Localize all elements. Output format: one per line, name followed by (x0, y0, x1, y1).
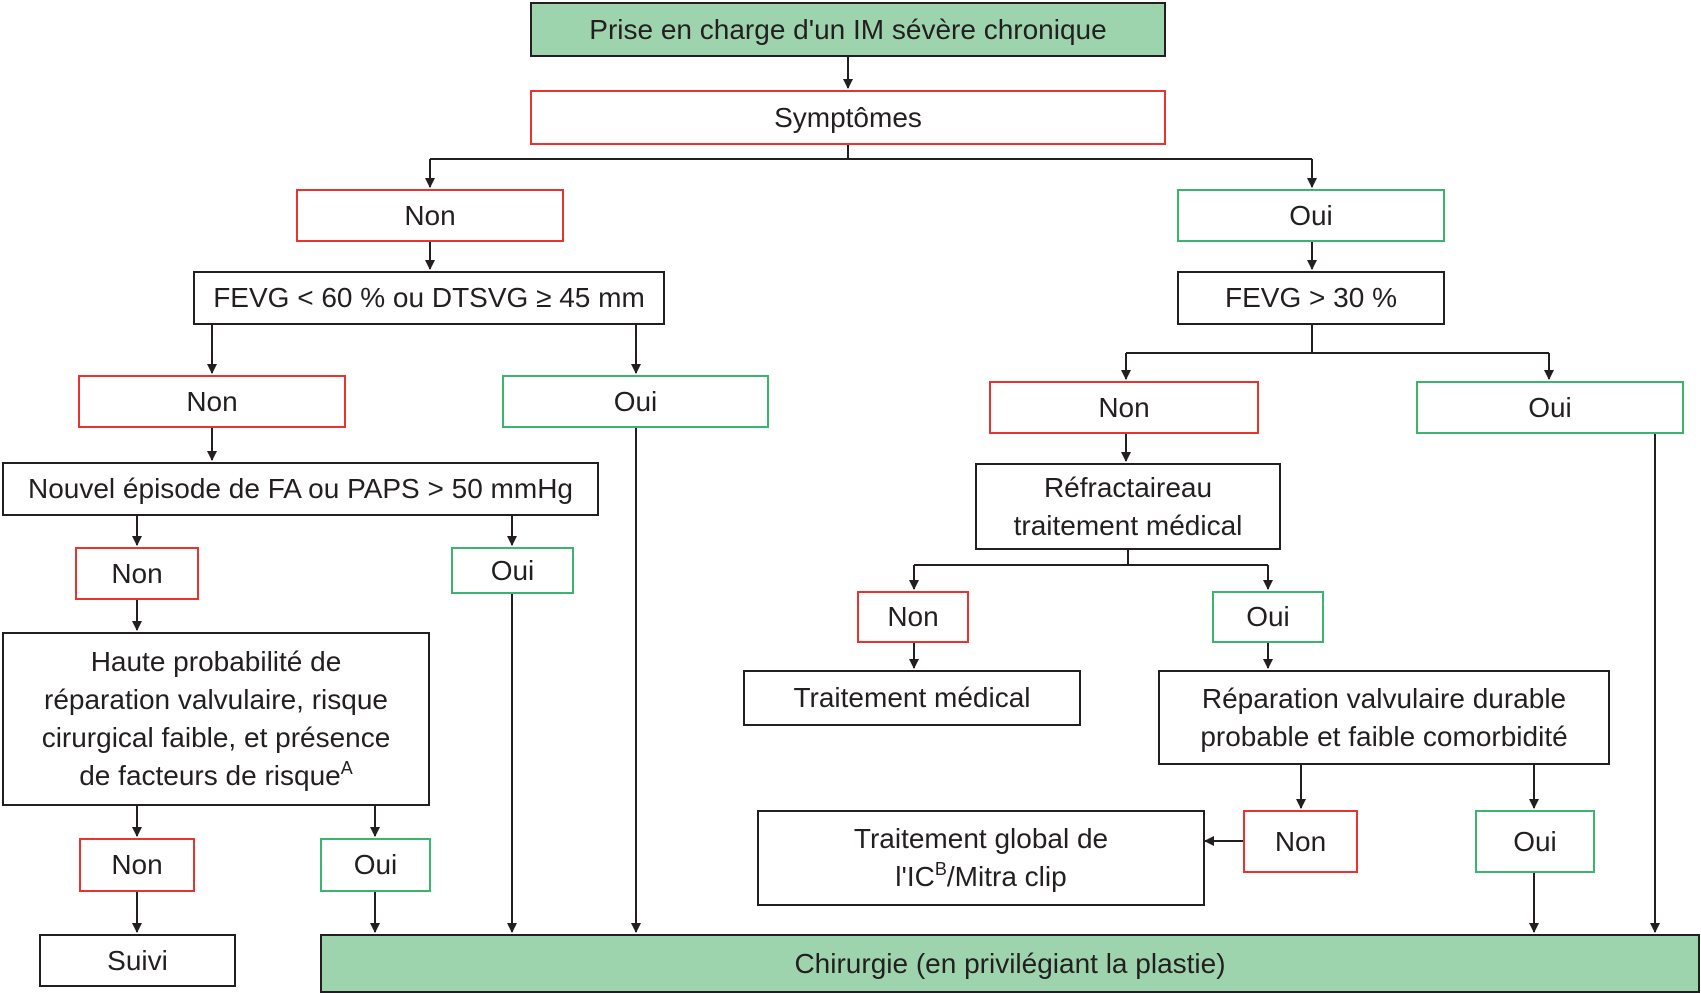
global-treatment-line-2: l'ICB/Mitra clip (895, 858, 1066, 896)
right-no-node-3: Non (857, 591, 969, 643)
right-no-label-2: Non (1098, 391, 1150, 423)
right-yes-node-2: Oui (1416, 381, 1684, 434)
right-yes-label-1: Oui (1289, 199, 1333, 231)
refractory-label-line-1: Réfractaireau (1043, 471, 1213, 503)
right-yes-node-4: Oui (1475, 810, 1595, 873)
high-probability-line-4: de facteurs de risqueA (79, 757, 353, 795)
fevg-right-label: FEVG > 30 % (1225, 282, 1397, 313)
follow-up-node: Suivi (39, 934, 236, 987)
medical-treatment-label: Traitement médical (793, 682, 1031, 713)
refractory-node: Réfractaireau traitement médical (975, 463, 1281, 550)
left-yes-label-4: Oui (353, 849, 398, 880)
fa-node: Nouvel épisode de FA ou PAPS > 50 mmHg (2, 462, 599, 516)
left-no-label-3: Non (111, 557, 163, 589)
left-yes-label-3: Oui (490, 554, 535, 586)
left-no-node-2: Non (78, 375, 346, 428)
root-node: Prise en charge d'un IM sévère chronique (530, 2, 1166, 57)
follow-up-label: Suivi (107, 944, 168, 976)
left-no-node-4: Non (79, 838, 195, 892)
symptoms-node: Symptômes (530, 90, 1166, 145)
fevg-right-node: FEVG > 30 % (1177, 271, 1445, 325)
right-yes-label-2: Oui (1528, 391, 1572, 423)
right-no-node-4: Non (1243, 810, 1358, 873)
root-label: Prise en charge d'un IM sévère chronique (589, 13, 1107, 45)
right-yes-node-3: Oui (1212, 591, 1324, 643)
left-no-node-1: Non (296, 189, 564, 242)
global-treatment-node: Traitement global de l'ICB/Mitra clip (757, 810, 1205, 906)
symptoms-label: Symptômes (774, 101, 922, 133)
left-yes-node-3: Oui (451, 547, 574, 594)
high-probability-line-2: réparation valvulaire, risque (44, 684, 388, 715)
surgery-node: Chirurgie (en privilégiant la plastie) (320, 934, 1700, 993)
fevg-left-label: FEVG < 60 % ou DTSVG ≥ 45 mm (213, 282, 645, 313)
footnote-b-marker: B (934, 859, 947, 879)
left-no-label-2: Non (186, 385, 238, 417)
high-probability-node: Haute probabilité de réparation valvulai… (2, 632, 430, 806)
fa-label: Nouvel épisode de FA ou PAPS > 50 mmHg (27, 473, 573, 504)
left-no-node-3: Non (75, 547, 199, 600)
durable-repair-line-1: Réparation valvulaire durable (1201, 682, 1567, 714)
refractory-label-line-2: traitement médical (1013, 509, 1243, 541)
right-no-label-4: Non (1274, 825, 1327, 857)
global-treatment-line-2-pre: l'IC (895, 861, 935, 892)
high-probability-line-4-text: de facteurs de risque (79, 760, 341, 791)
global-treatment-line-1: Traitement global de (853, 823, 1109, 854)
medical-treatment-node: Traitement médical (743, 670, 1081, 726)
right-yes-node-1: Oui (1177, 189, 1445, 242)
left-yes-node-2: Oui (502, 375, 769, 428)
right-no-label-3: Non (887, 601, 939, 632)
left-yes-label-2: Oui (613, 385, 658, 417)
right-no-node-2: Non (989, 381, 1259, 434)
high-probability-line-3: cirurgical faible, et présence (41, 722, 391, 753)
right-yes-label-4: Oui (1513, 825, 1557, 857)
fevg-left-node: FEVG < 60 % ou DTSVG ≥ 45 mm (193, 271, 665, 325)
left-yes-node-4: Oui (320, 838, 431, 892)
high-probability-line-1: Haute probabilité de (90, 646, 342, 677)
durable-repair-line-2: probable et faible comorbidité (1200, 720, 1568, 752)
surgery-label: Chirurgie (en privilégiant la plastie) (794, 947, 1226, 979)
right-yes-label-3: Oui (1246, 601, 1290, 632)
left-no-label-4: Non (111, 849, 163, 880)
global-treatment-line-2-post: /Mitra clip (946, 861, 1067, 892)
left-no-label-1: Non (404, 199, 456, 231)
footnote-a-marker: A (340, 758, 353, 778)
durable-repair-node: Réparation valvulaire durable probable e… (1158, 670, 1610, 765)
